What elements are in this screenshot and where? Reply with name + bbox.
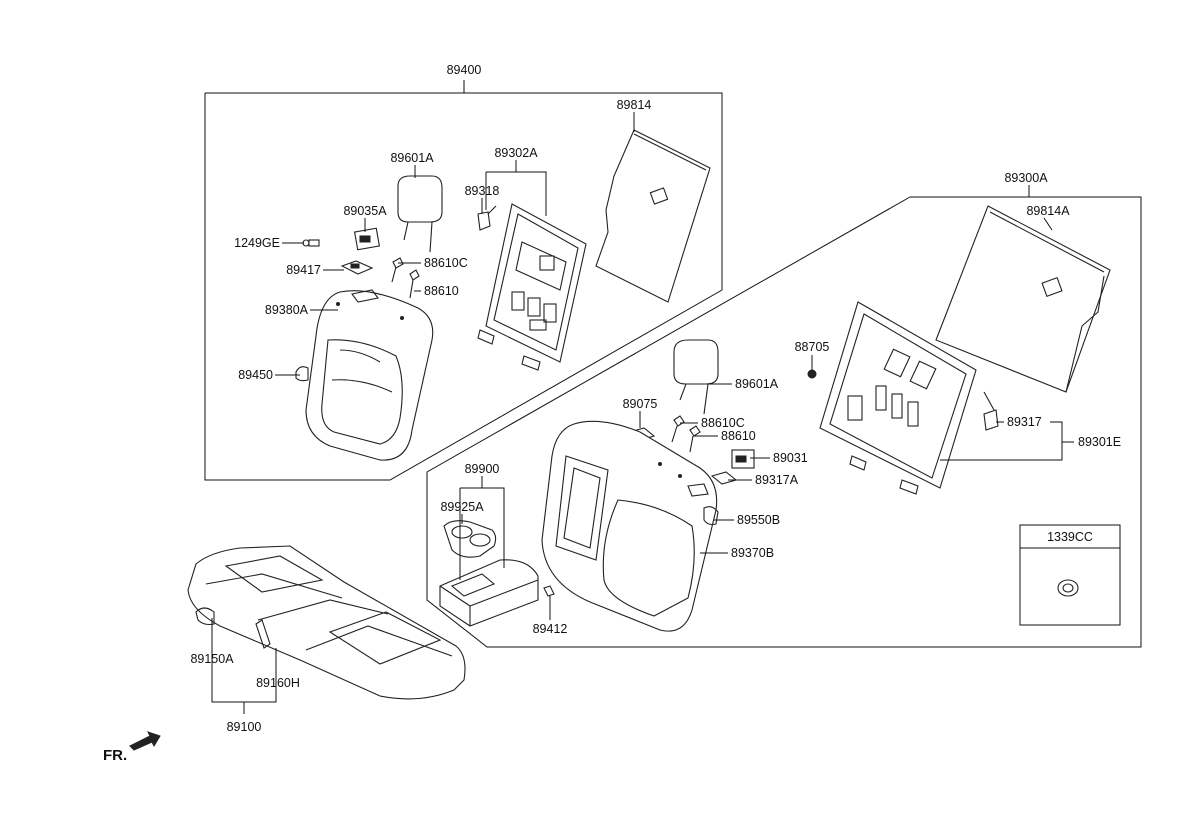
bracket-part-89317: [983, 391, 999, 431]
label-88610C-2: 88610C: [701, 416, 745, 430]
armrest-89900: [439, 559, 539, 627]
label-1249GE: 1249GE: [234, 236, 280, 250]
label-89550B: 89550B: [737, 513, 780, 527]
label-89601A: 89601A: [390, 151, 434, 165]
label-89100: 89100: [227, 720, 262, 734]
label-89318: 89318: [465, 184, 500, 198]
guide-part-89035A: [353, 227, 381, 251]
headrest-part: [397, 175, 443, 253]
label-88705: 88705: [795, 340, 830, 354]
group-frame-89300A: [426, 185, 1142, 648]
clip-part-89412: [543, 585, 555, 597]
bracket-part-89317A: [710, 471, 738, 485]
headrest-part-2: [673, 339, 719, 415]
leader-lines: [211, 112, 1074, 714]
board-89814: [595, 129, 711, 303]
label-89814A: 89814A: [1026, 204, 1070, 218]
pin-parts-88610-2: [671, 415, 701, 453]
backframe-89301E: [819, 301, 977, 495]
seatback-cover-89380A: [295, 289, 434, 461]
seat-cushion-89100: [187, 545, 466, 700]
nut-part-1339CC: [1057, 579, 1079, 597]
label-89412: 89412: [533, 622, 568, 636]
label-89035A: 89035A: [343, 204, 387, 218]
label-1339CC: 1339CC: [1047, 530, 1093, 544]
label-89160H: 89160H: [256, 676, 300, 690]
label-89417: 89417: [286, 263, 321, 277]
nut-part-88705: [807, 369, 817, 379]
cupholder-89925A: [443, 520, 497, 558]
label-front: FR.: [103, 747, 127, 764]
bracket-part-89417: [340, 260, 374, 275]
bracket-part-89318: [477, 205, 497, 231]
label-89601A-2: 89601A: [735, 377, 779, 391]
group-frame-89400: [204, 80, 723, 481]
label-88610C: 88610C: [424, 256, 468, 270]
label-89075: 89075: [623, 397, 658, 411]
label-89301E: 89301E: [1078, 435, 1121, 449]
label-89925A: 89925A: [440, 500, 484, 514]
label-89317: 89317: [1007, 415, 1042, 429]
label-89380A: 89380A: [265, 303, 309, 317]
board-89814A: [935, 205, 1111, 393]
backframe-89302A: [477, 203, 587, 371]
inset-box-1339CC: [1019, 524, 1121, 626]
guide-part-89031: [731, 449, 755, 469]
pin-parts-88610: [391, 257, 420, 299]
label-89150A: 89150A: [190, 652, 234, 666]
front-arrow-icon: [129, 731, 161, 751]
label-89814: 89814: [617, 98, 652, 112]
label-89400: 89400: [447, 63, 482, 77]
label-88610-2: 88610: [721, 429, 756, 443]
label-88610: 88610: [424, 284, 459, 298]
bolt-part-1249GE: [302, 239, 320, 247]
label-89900: 89900: [465, 462, 500, 476]
label-89302A: 89302A: [494, 146, 538, 160]
label-89450: 89450: [238, 368, 273, 382]
seatback-cover-89370B: [541, 420, 719, 632]
label-89031: 89031: [773, 451, 808, 465]
label-89317A: 89317A: [755, 473, 799, 487]
label-89370B: 89370B: [731, 546, 774, 560]
label-89300A: 89300A: [1004, 171, 1048, 185]
